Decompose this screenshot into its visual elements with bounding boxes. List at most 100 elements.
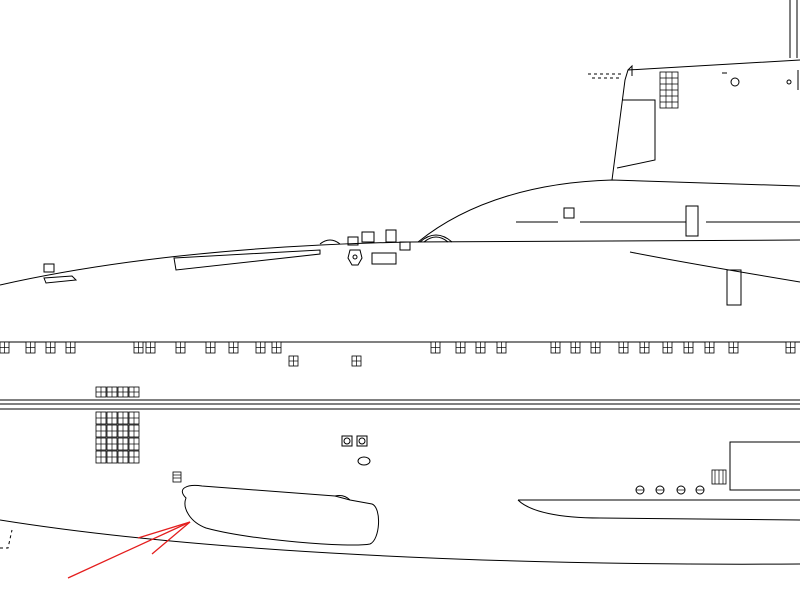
sonar-dome-fin bbox=[334, 495, 351, 501]
sail-light bbox=[786, 79, 792, 85]
hull-vent bbox=[45, 341, 56, 354]
hull-vent bbox=[205, 341, 216, 354]
forward-grille bbox=[106, 411, 118, 425]
sail-outline bbox=[611, 59, 800, 181]
deck-box-small bbox=[399, 241, 411, 251]
arrow-shaft bbox=[67, 521, 191, 579]
forward-grille bbox=[128, 437, 140, 451]
deck-fittings bbox=[43, 205, 800, 284]
hull-vent bbox=[785, 341, 796, 354]
hull-vent bbox=[145, 341, 156, 354]
forward-grille bbox=[117, 411, 129, 425]
forward-grille bbox=[128, 386, 140, 398]
hull-vent bbox=[590, 341, 601, 354]
lower-casing-line bbox=[629, 251, 800, 283]
submarine-sail bbox=[588, 0, 800, 181]
deck-post-2 bbox=[361, 231, 375, 243]
lower-hull-details bbox=[172, 435, 371, 483]
forward-grille bbox=[128, 424, 140, 438]
small-vent bbox=[172, 471, 182, 483]
hull-port-right bbox=[356, 435, 368, 447]
hull-vent bbox=[175, 341, 186, 354]
hull-vent bbox=[255, 341, 266, 354]
hull-vent bbox=[570, 341, 581, 354]
deck-dome bbox=[419, 234, 453, 243]
hull-port-right-inner bbox=[358, 437, 366, 445]
forward-grille bbox=[117, 386, 129, 398]
aft-fitting bbox=[726, 269, 742, 306]
arrow-head-upper bbox=[137, 521, 191, 539]
hull-vent bbox=[133, 341, 144, 354]
forward-grille bbox=[106, 437, 118, 451]
hull-vent bbox=[430, 341, 441, 354]
forward-grille bbox=[95, 386, 107, 398]
hull-vent bbox=[662, 341, 673, 354]
deck-hatch-slot bbox=[173, 249, 321, 271]
forward-grille bbox=[95, 437, 107, 451]
deck-box bbox=[371, 252, 397, 265]
hull-port-left bbox=[341, 435, 353, 447]
sail-vent-slats bbox=[660, 72, 678, 108]
hull-vent bbox=[65, 341, 76, 354]
forward-grille bbox=[106, 424, 118, 438]
hull-deck-line-fore bbox=[0, 241, 411, 286]
hull-vent bbox=[288, 355, 299, 367]
bow-sonar-dome bbox=[181, 485, 379, 546]
sail-porthole bbox=[730, 77, 740, 87]
hull-vent bbox=[271, 341, 282, 354]
deck-hatch-ring bbox=[347, 249, 363, 266]
hull-vent bbox=[455, 341, 466, 354]
aft-bulge-bottom bbox=[517, 499, 800, 521]
upper-hull-profile bbox=[0, 179, 800, 306]
hull-oval-port bbox=[357, 456, 371, 466]
sail-window-panel bbox=[616, 99, 656, 169]
deck-dome-inner bbox=[423, 236, 449, 243]
hull-vent bbox=[639, 341, 650, 354]
hull-vent bbox=[550, 341, 561, 354]
aft-bolts bbox=[635, 485, 705, 495]
vent-row-grilles bbox=[0, 341, 796, 367]
arrow-head-lower bbox=[151, 521, 191, 555]
hull-vent bbox=[683, 341, 694, 354]
keel-lines bbox=[0, 519, 800, 565]
hull-vent bbox=[618, 341, 629, 354]
hull-vent bbox=[0, 341, 10, 354]
hump-casing bbox=[417, 179, 800, 243]
hull-vent bbox=[728, 341, 739, 354]
bow-tip-hidden bbox=[0, 529, 13, 549]
hull-vent bbox=[704, 341, 715, 354]
forward-grille bbox=[106, 386, 118, 398]
deck-post-3 bbox=[385, 229, 397, 243]
aft-housing bbox=[729, 441, 800, 491]
keel-line bbox=[0, 519, 800, 565]
hull-vent bbox=[496, 341, 507, 354]
hull-vent bbox=[351, 355, 362, 367]
sonar-dome-outline bbox=[181, 485, 379, 546]
hull-port-left-inner bbox=[343, 437, 351, 445]
annotation-arrow bbox=[67, 521, 191, 579]
fore-bollard bbox=[43, 263, 55, 273]
waterline-band bbox=[0, 399, 800, 410]
forward-grille bbox=[95, 424, 107, 438]
hull-vent-row bbox=[0, 341, 800, 367]
hull-vent bbox=[228, 341, 239, 354]
deck-square-hatch bbox=[563, 207, 575, 219]
fore-cleat bbox=[43, 275, 78, 284]
deck-post-1 bbox=[347, 236, 359, 246]
forward-grille bbox=[117, 424, 129, 438]
hull-deck-line-aft bbox=[409, 239, 800, 243]
sail-top-cap bbox=[627, 64, 633, 76]
hull-vent bbox=[25, 341, 36, 354]
forward-grille bbox=[128, 450, 140, 464]
aft-bulge bbox=[517, 441, 800, 521]
forward-grille bbox=[117, 450, 129, 464]
forward-grille-array bbox=[95, 386, 140, 464]
deck-tall-hatch bbox=[685, 205, 699, 237]
forward-grille bbox=[117, 437, 129, 451]
hull-vent bbox=[475, 341, 486, 354]
forward-grille bbox=[106, 450, 118, 464]
deck-hatch-center bbox=[352, 254, 358, 260]
forward-grille bbox=[128, 411, 140, 425]
forward-grille bbox=[95, 450, 107, 464]
